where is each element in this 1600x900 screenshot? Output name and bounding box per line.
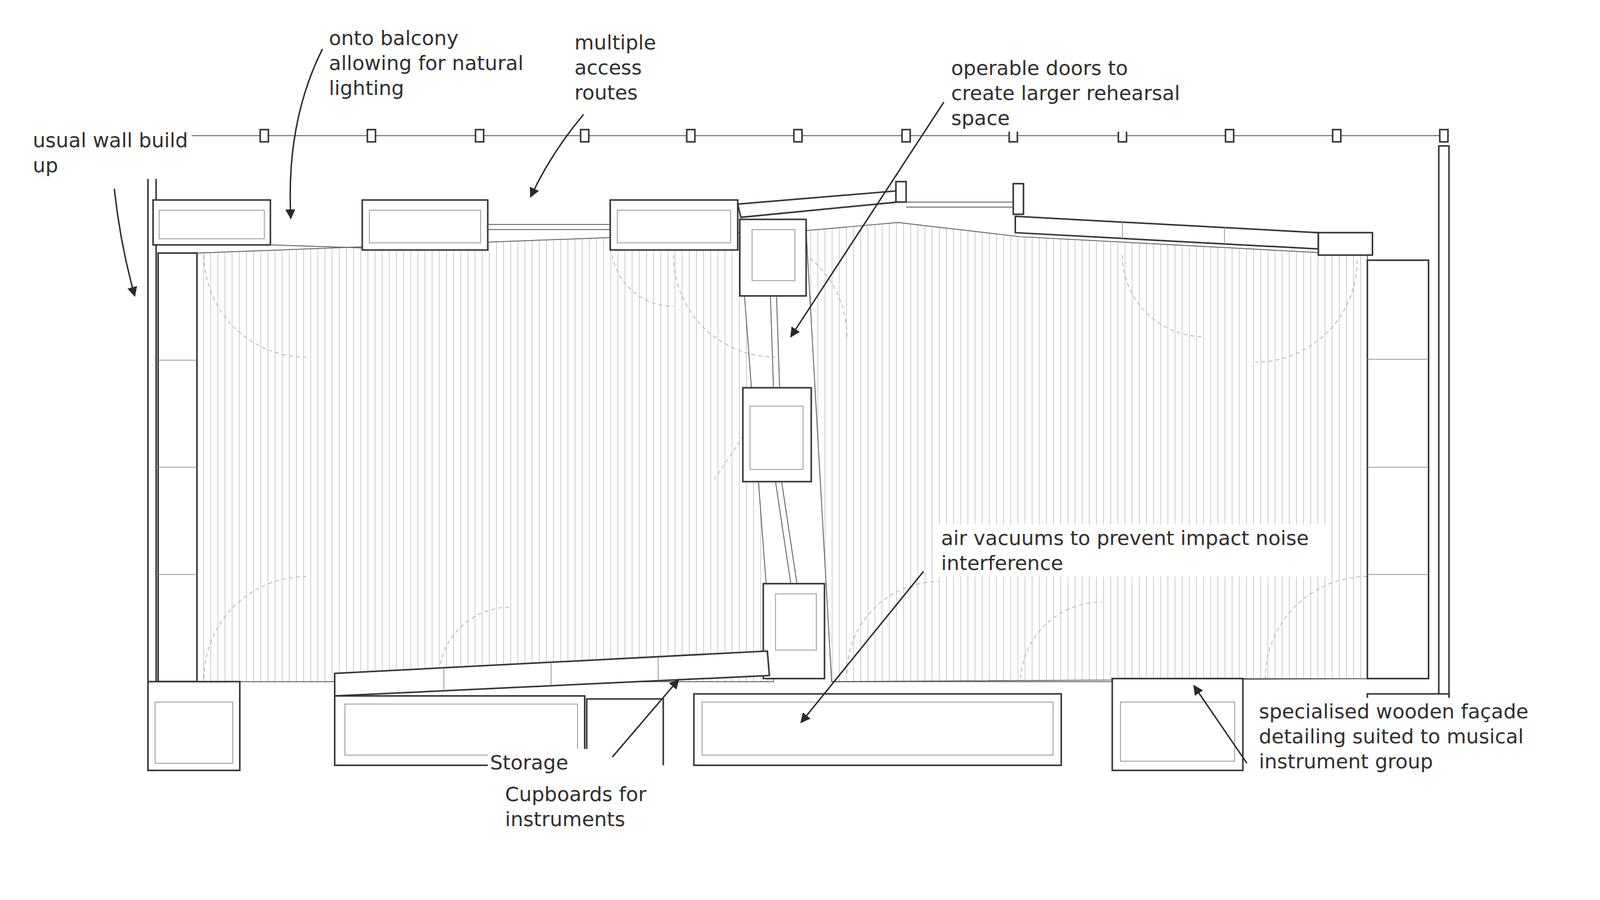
wall xyxy=(1122,221,1123,239)
storage-cupboard xyxy=(657,657,659,681)
storage-cupboard xyxy=(831,681,1113,682)
door-swing xyxy=(846,581,939,674)
wall xyxy=(1013,183,1024,215)
leader-arrow xyxy=(801,571,924,723)
balcony-edge xyxy=(793,129,803,142)
wall xyxy=(906,206,1014,208)
door-swing xyxy=(1122,255,1204,337)
balcony-edge xyxy=(151,129,1449,200)
partition-core xyxy=(770,296,774,388)
storage-cupboard xyxy=(334,651,769,697)
door-swing xyxy=(203,234,1368,679)
storage-cupboard xyxy=(1120,702,1235,762)
wall xyxy=(487,223,610,225)
wall xyxy=(1367,467,1429,468)
door-swing xyxy=(1255,260,1358,363)
wall xyxy=(1318,232,1373,255)
partition-core xyxy=(742,387,812,482)
storage-cupboard xyxy=(550,663,552,686)
balcony-edge xyxy=(260,129,269,142)
wall xyxy=(906,201,1014,203)
partition-core xyxy=(740,219,807,297)
balcony-edge xyxy=(475,129,484,142)
wall xyxy=(158,253,198,682)
wall xyxy=(1367,358,1429,360)
annotation-note: Cupboards for instruments xyxy=(502,780,670,833)
door-swing xyxy=(203,255,307,358)
wall xyxy=(159,210,265,239)
storage-cupboard xyxy=(702,702,1054,756)
balcony-edge xyxy=(367,129,376,142)
wall xyxy=(1015,216,1319,249)
storage-cupboard xyxy=(443,668,444,691)
wall xyxy=(1367,573,1429,575)
leader-arrow xyxy=(290,48,323,219)
annotation-note: onto balcony allowing for natural lighti… xyxy=(326,24,549,102)
storage-cupboard xyxy=(345,703,578,755)
wall xyxy=(1367,260,1429,679)
annotation-note: specialised wooden façade detailing suit… xyxy=(1256,697,1579,775)
annotation-note: air vacuums to prevent impact noise inte… xyxy=(938,524,1328,577)
balcony-edge xyxy=(1440,129,1449,142)
leader-arrow xyxy=(530,114,584,198)
wall xyxy=(153,200,271,245)
leader-arrow xyxy=(790,102,944,337)
wall xyxy=(158,573,198,575)
leader-arrow xyxy=(1193,685,1248,764)
annotation-note: operable doors to create larger rehearsa… xyxy=(948,54,1188,132)
partition-core xyxy=(775,593,817,650)
storage-cupboard xyxy=(155,702,233,764)
wall xyxy=(270,245,363,249)
wall xyxy=(610,200,738,250)
timber-floor xyxy=(196,232,774,682)
partition-core xyxy=(740,219,825,679)
wall xyxy=(617,210,731,243)
storage-cupboard xyxy=(1112,678,1243,770)
storage-cupboard xyxy=(147,651,1449,771)
leader-arrow xyxy=(612,679,679,758)
partition-core xyxy=(750,406,804,470)
wall xyxy=(487,229,610,230)
balcony-edge xyxy=(1332,129,1342,142)
wall xyxy=(158,467,198,468)
annotation-note: multiple access routes xyxy=(572,28,712,107)
wall xyxy=(737,190,898,218)
annotation-note: usual wall build up xyxy=(30,126,192,179)
partition-core xyxy=(776,296,780,388)
partition-core xyxy=(781,481,798,584)
wall xyxy=(1438,146,1449,771)
door-swing xyxy=(1020,602,1103,679)
door-swing xyxy=(612,255,674,307)
partition-core xyxy=(775,481,792,584)
storage-cupboard xyxy=(147,681,240,771)
balcony-edge xyxy=(580,129,589,142)
wall xyxy=(147,142,1449,771)
wall xyxy=(362,200,488,250)
wall xyxy=(896,181,907,203)
door-swing xyxy=(203,576,307,679)
wall xyxy=(369,210,481,243)
leader-arrow xyxy=(114,48,1248,764)
wall xyxy=(158,360,198,361)
wall xyxy=(1223,226,1225,244)
storage-cupboard xyxy=(693,693,1062,766)
balcony-edge xyxy=(902,129,911,142)
annotation-note: Storage xyxy=(487,748,610,777)
partition-core xyxy=(763,583,825,679)
partition-core xyxy=(752,229,795,281)
door-swing xyxy=(1265,576,1368,679)
balcony-edge xyxy=(1225,129,1234,142)
balcony-edge xyxy=(686,129,695,142)
leader-arrow xyxy=(114,188,135,297)
